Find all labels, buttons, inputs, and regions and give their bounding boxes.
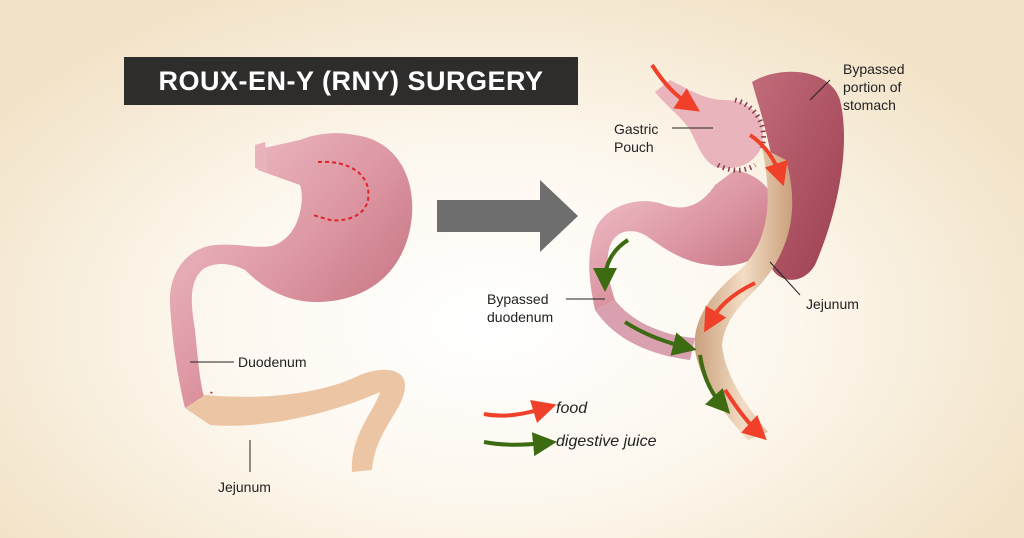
label-line: Bypassed — [843, 61, 905, 77]
gastric-pouch — [655, 80, 766, 173]
label-duodenum: Duodenum — [238, 354, 307, 370]
legend-food: food — [556, 400, 588, 417]
label-line: Bypassed — [487, 291, 549, 307]
digestive-juice-legend-arrow — [483, 432, 557, 457]
label-line: duodenum — [487, 309, 554, 325]
transition-arrow — [437, 180, 578, 252]
leader-lines — [190, 79, 831, 472]
label-line: portion of — [843, 79, 902, 95]
label-bypassed-stomach: Bypassed portion of stomach — [843, 60, 904, 114]
flow-arrows — [593, 63, 788, 441]
label-line: Pouch — [614, 139, 654, 155]
diagram-title: ROUX-EN-Y (RNY) SURGERY — [124, 57, 578, 105]
legend-digestive-juice: digestive juice — [556, 433, 657, 450]
normal-jejunum — [185, 369, 405, 472]
food-legend-arrow — [483, 399, 557, 423]
label-jejunum-before: Jejunum — [218, 479, 271, 495]
roux-limb-jejunum — [694, 148, 793, 440]
label-gastric-pouch: Gastric Pouch — [614, 120, 658, 156]
label-line: stomach — [843, 97, 896, 113]
label-line: Gastric — [614, 121, 659, 137]
label-bypassed-duodenum: Bypassed duodenum — [487, 290, 553, 326]
label-jejunum-after: Jejunum — [806, 296, 859, 312]
